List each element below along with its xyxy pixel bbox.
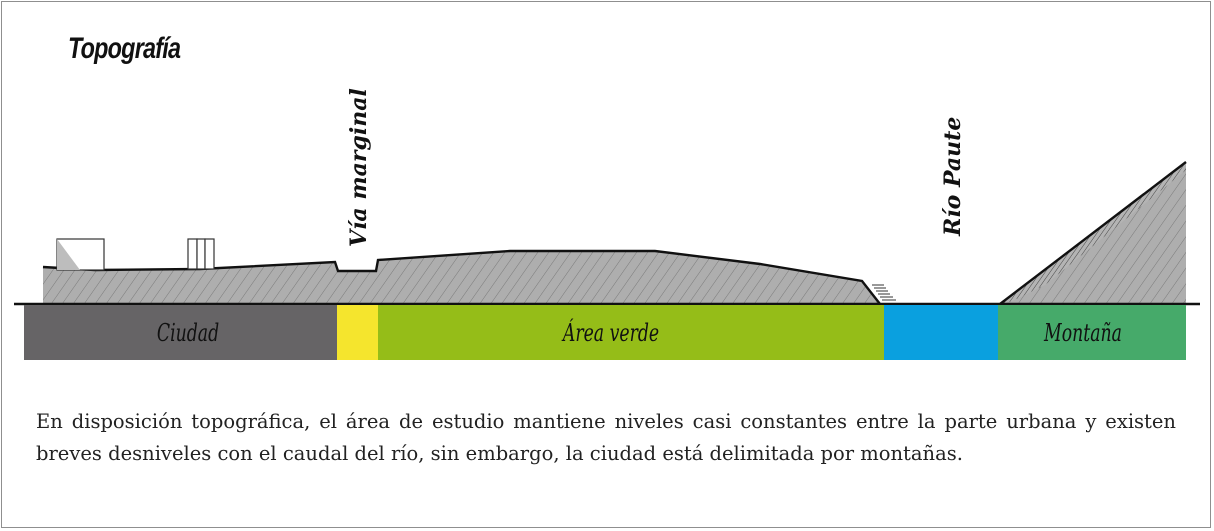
topography-diagram: Ciudad Área verde Montaña Vía marginal R… <box>14 88 1200 360</box>
via-marginal-label: Vía marginal <box>346 88 372 247</box>
terrain-profile <box>43 251 880 304</box>
zone-montana <box>998 305 1186 360</box>
building <box>196 238 206 270</box>
building <box>187 238 198 270</box>
zone-ciudad <box>24 305 337 360</box>
zone-via <box>337 305 378 360</box>
diagram-title: Topografía <box>68 32 181 65</box>
zone-strip: Ciudad Área verde Montaña <box>24 305 1186 360</box>
caption-text: En disposición topográfica, el área de e… <box>36 410 1176 465</box>
city-buildings <box>56 238 215 271</box>
zone-label-area-verde: Área verde <box>561 319 659 347</box>
terrain-outline <box>42 249 881 305</box>
zone-label-ciudad: Ciudad <box>157 319 219 347</box>
zone-rio <box>884 305 998 360</box>
rio-paute-label: Río Paute <box>940 117 966 237</box>
building-shadow <box>57 239 80 270</box>
riverbank-hatch <box>872 284 896 301</box>
zone-label-montana: Montaña <box>1043 319 1122 347</box>
zone-area-verde <box>378 305 884 360</box>
building <box>204 238 215 270</box>
